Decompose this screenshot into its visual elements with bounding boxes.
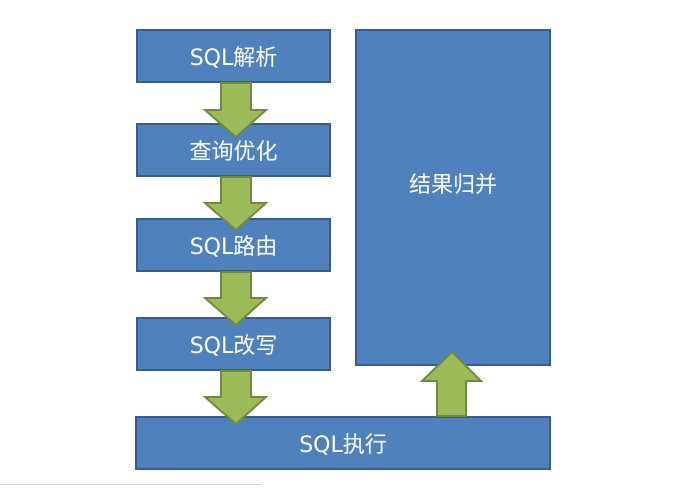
sql-rewrite-label: SQL改写 [189,334,278,359]
sql-execute-label: SQL执行 [299,433,387,458]
sql-parse-box: SQL解析 [136,29,331,83]
sql-route-label: SQL路由 [189,235,278,260]
result-merge-label: 结果归并 [408,172,497,198]
divider-line [0,484,262,485]
sql-execute-box: SQL执行 [135,416,551,470]
sql-route-box: SQL路由 [136,218,331,272]
result-merge-box: 结果归并 [355,29,551,366]
query-optimize-label: 查询优化 [189,140,278,165]
sql-parse-label: SQL解析 [189,46,278,71]
query-optimize-box: 查询优化 [136,123,331,177]
sql-rewrite-box: SQL改写 [136,317,331,371]
